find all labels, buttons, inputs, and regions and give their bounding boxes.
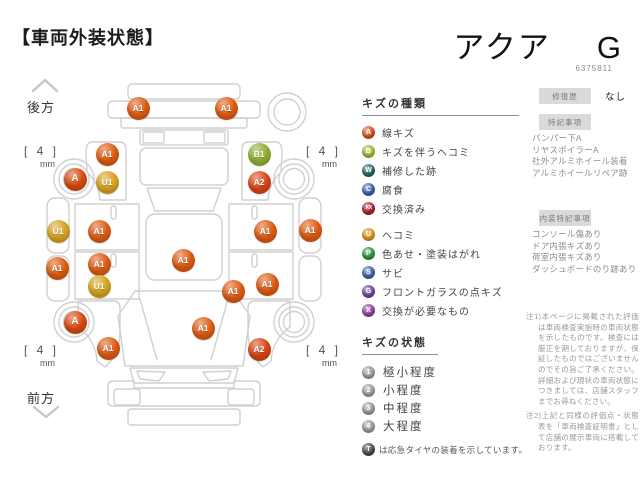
car-right-side [228, 141, 322, 368]
legend-kind-row: XX 交換済み [362, 199, 524, 218]
kind-x-icon: X [362, 304, 375, 317]
legend-state-label: 大程度 [383, 421, 424, 433]
state-4-icon: 4 [362, 419, 375, 433]
special-note-item: バンパー下A [532, 133, 582, 143]
special-notes-badge: 特記事項 [539, 114, 591, 130]
damage-kinds-list: A 線キズ B キズを伴うヘコミ W 補修した跡 C 腐食 XX 交換済み U ヘコミ P 色あせ・塗装は… [362, 123, 524, 320]
disclaimer-note-1: 注1)本ページに掲載された評価は車両検査実施時の車両状態を示したものです。検査に… [526, 312, 639, 406]
kind-p-icon: P [362, 247, 375, 260]
interior-notes-row: 内装特記事項 [539, 210, 639, 226]
legend-kind-row: S サビ [362, 263, 524, 282]
legend-kind-label: サビ [382, 269, 404, 280]
state-2-icon: 2 [362, 383, 375, 397]
legend-kind-row: A 線キズ [362, 123, 524, 142]
legend-kind-label: 交換が必要なもの [382, 307, 470, 318]
repair-history-badge: 修復歴 [539, 88, 591, 104]
tread-depth-rear-right: [ 4 ] mm [306, 144, 342, 169]
state-1-icon: 1 [362, 365, 375, 379]
damage-states-list: 1 極小程度 2 小程度 3 中程度 4 大程度 [362, 363, 524, 435]
legend-kind-label: ヘコミ [382, 231, 415, 242]
chevron-down-icon [32, 405, 60, 419]
legend-state-label: 極小程度 [383, 367, 437, 379]
repair-history-value: なし [605, 92, 627, 103]
legend-kind-label: フロントガラスの点キズ [382, 288, 503, 299]
legend-kind-label: キズを伴うヘコミ [382, 148, 470, 159]
stock-number: 6375811 [575, 64, 613, 73]
kind-s-icon: S [362, 266, 375, 279]
damage-states-title: キズの状態 [362, 334, 438, 355]
spare-tire-circle [267, 92, 307, 132]
special-note-item: 社外アルミホイール装着 [532, 156, 628, 166]
special-notes-row: 特記事項 [539, 114, 639, 130]
legend-kind-row: C 腐食 [362, 180, 524, 199]
interior-note-item: 荷室内張キズあり [532, 252, 602, 262]
legend-kind-row: P 色あせ・塗装はがれ [362, 244, 524, 263]
rear-direction-label: 後方 [27, 100, 56, 115]
legend-kind-row: U ヘコミ [362, 225, 524, 244]
legend-state-row: 4 大程度 [362, 417, 524, 435]
legend-kind-row: B キズを伴うヘコミ [362, 142, 524, 161]
model-name: アクア G [453, 22, 623, 67]
kind-w-icon: W [362, 164, 375, 177]
tread-depth-front-right: [ 4 ] mm [306, 343, 342, 368]
page-title: 【車両外装状態】 [12, 28, 164, 48]
legend-kind-label: 補修した跡 [382, 167, 437, 178]
grade-label: G [596, 30, 623, 65]
interior-note-item: ドア内張キズあり [532, 240, 602, 251]
special-note-item: アルミホイールリペア跡 [532, 167, 628, 178]
front-direction-label: 前方 [27, 391, 56, 406]
interior-notes-badge: 内装特記事項 [539, 210, 591, 226]
legend-kind-label: 線キズ [382, 129, 415, 140]
kind-c-icon: C [362, 183, 375, 196]
legend-kind-row: W 補修した跡 [362, 161, 524, 180]
interior-note-item: ダッシュボードのり跡あり [532, 263, 637, 274]
chevron-up-icon [31, 78, 59, 93]
car-left-side [46, 141, 140, 368]
kind-a-icon: A [362, 126, 375, 139]
legend-kind-label: 腐食 [382, 186, 404, 197]
kind-b-icon: B [362, 145, 375, 158]
repair-history-row: 修復歴 なし [539, 88, 639, 104]
legend-kind-label: 色あせ・塗装はがれ [382, 250, 481, 261]
legend-state-row: 2 小程度 [362, 381, 524, 399]
model-label: アクア [453, 30, 551, 65]
legend-kind-label: 交換済み [382, 205, 426, 216]
spare-tire-icon: T [362, 443, 375, 456]
legend-state-label: 中程度 [383, 403, 424, 415]
legend-state-row: 1 極小程度 [362, 363, 524, 381]
legend-kind-row: X 交換が必要なもの [362, 301, 524, 320]
tread-depth-rear-left: [ 4 ] mm [24, 144, 60, 169]
spare-tire-note: T は応急タイヤの装着を示しています。 [362, 443, 528, 456]
tread-depth-front-left: [ 4 ] mm [24, 343, 60, 368]
legend-kind-row: G フロントガラスの点キズ [362, 282, 524, 301]
legend-state-row: 3 中程度 [362, 399, 524, 417]
kind-g-icon: G [362, 285, 375, 298]
legend-state-label: 小程度 [383, 385, 424, 397]
special-note-item: リヤスポイラーA [532, 144, 599, 155]
disclaimer-note-2: 注2)上記と同様の評価点・状態表を「車両検査証明書」として店舗の展示車両に搭載し… [526, 411, 639, 453]
spare-tire-note-text: は応急タイヤの装着を示しています。 [379, 444, 528, 455]
kind-xx-icon: XX [362, 202, 375, 215]
kind-u-icon: U [362, 228, 375, 241]
interior-note-item: コンソール傷あり [532, 229, 602, 239]
state-3-icon: 3 [362, 401, 375, 415]
damage-kinds-title: キズの種類 [362, 95, 519, 116]
interior-notes-list: コンソール傷ありドア内張キズあり荷室内張キズありダッシュボードのり跡あり [532, 229, 639, 275]
